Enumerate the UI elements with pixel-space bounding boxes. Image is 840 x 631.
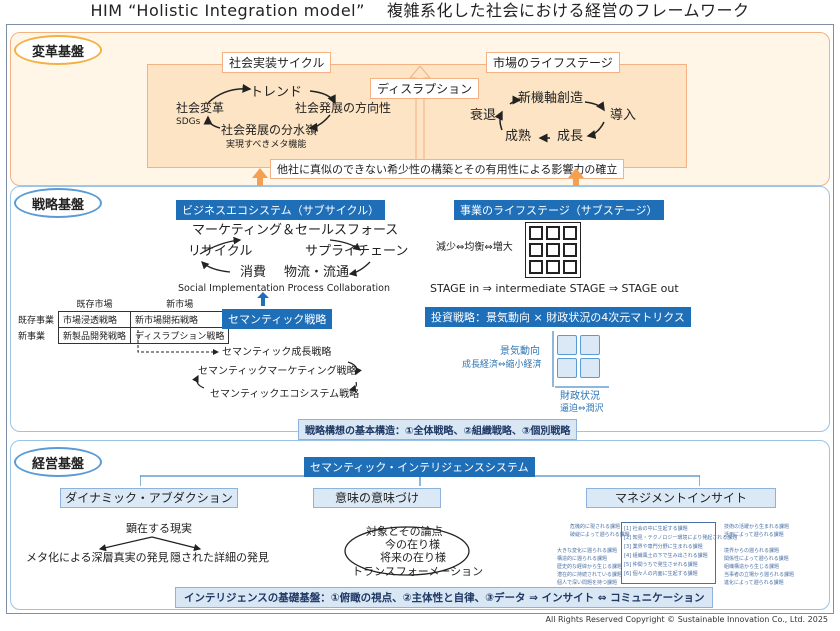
band1-label: 変革基盤 — [14, 35, 102, 65]
insight-right-item: 技術の活躍から生まれる課題 — [724, 524, 790, 530]
intelligence-system-title: セマンティック・インテリジェンスシステム — [304, 457, 535, 477]
matrix-cell: 新製品開発戦略 — [58, 327, 132, 344]
insight-right-item: 当事者の立場から遡られる課題 — [724, 572, 795, 578]
nine-cell-grid — [525, 222, 581, 278]
band2-footer: 戦略構想の基本構造：①全体戦略、②組織戦略、③個別戦略 — [298, 419, 578, 440]
matrix-cell: 新市場開拓戦略 — [130, 311, 230, 328]
meaning-cycle — [344, 526, 470, 576]
future-label: 将来の在り様 — [380, 551, 446, 564]
outer-frame — [6, 24, 834, 614]
transformation-label: トランスフォーメーション — [352, 565, 484, 578]
insight-center-item: [3] 業界や専門分野に生まれる課題 — [624, 544, 703, 550]
meta-function-label: 実現すべきメタ機能 — [226, 140, 307, 150]
insight-right-item: 関係性によって遡られる課題 — [724, 556, 789, 562]
decline-label: 衰退 — [470, 108, 497, 123]
social-change-label: 社会変革 — [176, 101, 225, 115]
insight-center-item: [1] 社会の中に生起する課題 — [624, 526, 688, 532]
band1-banner: 他社に真似のできない希少性の構築とその有用性による影響力の確立 — [270, 159, 625, 179]
insight-left-item: 大きな変化に遡られる課題 — [557, 548, 618, 554]
ecosystem-arrows — [199, 236, 371, 277]
dynamic-abduction-tab: ダイナミック・アブダクション — [60, 488, 238, 508]
matrix-cell: 市場浸透戦略 — [58, 311, 132, 328]
insight-center-item: [6] 個々人の内面に生起する課題 — [624, 571, 698, 577]
economy-trend-label: 景気動向 — [500, 346, 540, 357]
page-title: HIM “Holistic Integration model” 複雑系化した社… — [90, 1, 750, 20]
object-label: 対象とその論点 — [366, 525, 443, 538]
investment-strategy-label: 投資戦略：景気動向 × 財政状況の4次元マトリクス — [425, 307, 691, 327]
band2-label: 戦略基盤 — [14, 188, 102, 218]
col-header-existing-market: 既存市場 — [58, 296, 131, 312]
insight-center-box — [621, 522, 716, 584]
insight-left-item: 破綻によって遡られる課題 — [570, 532, 630, 538]
sdgs-label: SDGs — [176, 117, 201, 127]
stage-line: STAGE in ⇒ intermediate STAGE ⇒ STAGE ou… — [430, 282, 679, 295]
market-life-title: 市場のライフステージ — [486, 52, 620, 73]
semantic-growth-label: セマンティック成長戦略 — [222, 347, 332, 358]
insight-center-item: [5] 仲間うちで発生させれる課題 — [624, 562, 698, 568]
abundant-deficient-label: 逼迫⇔潤沢 — [560, 404, 604, 414]
dynamic-arrows — [98, 536, 202, 552]
semantic-ecosystem-label: セマンティックエコシステム戦略 — [210, 389, 360, 400]
spc-label: Social Implementation Process Collaborat… — [178, 283, 391, 294]
branch-lines — [140, 472, 700, 486]
up-arrow-semantic — [257, 292, 269, 306]
business-life-title: 事業のライフステージ（サブステージ） — [454, 200, 664, 220]
up-arrow-right — [568, 168, 584, 200]
insight-center-item: [4] 組織風土の下で生み出される課題 — [624, 553, 708, 559]
insight-left-item: 危機的に現される課題 — [570, 524, 621, 530]
now-label: 今の在り様 — [385, 538, 440, 551]
insight-left-item: 個人で深い問題を持つ課題 — [557, 580, 618, 586]
ecosystem-title: ビジネスエコシステム（サブサイクル） — [176, 200, 386, 220]
social-cycle-arrows — [203, 83, 336, 132]
copyright: All Rights Reserved Copyright © Sustaina… — [545, 615, 829, 624]
social-cycle-title: 社会実装サイクル — [222, 52, 332, 73]
four-cell-grid — [557, 335, 600, 378]
manifest-label: 顕在する現実 — [126, 522, 192, 535]
insight-center-item: [2] 知見・テクノロジー環境により発起される課題 — [624, 535, 738, 541]
dashed-arrow — [137, 330, 219, 355]
mature-label: 成熟 — [505, 129, 532, 144]
insight-right-item: 境界からの遡られる課題 — [724, 548, 780, 554]
insight-left-item: 潜在的に持続されている課題 — [557, 572, 622, 578]
insight-right-item: 進化によって遡られる課題 — [724, 580, 784, 586]
introduce-label: 導入 — [610, 108, 637, 123]
fiscal-status-label: 財政状況 — [560, 391, 600, 402]
semantic-marketing-label: セマンティックマーケティング戦略 — [198, 366, 357, 377]
new-axis-label: 新機軸創造 — [518, 91, 584, 106]
ansoff-matrix: 既存市場 新市場 既存事業 市場浸透戦略 新市場開拓戦略 新事業 新製品開発戦略… — [14, 296, 230, 344]
management-insight-tab: マネジメントインサイト — [586, 488, 776, 508]
deep-truth-label: メタ化による深層真実の発見 — [26, 551, 169, 564]
semantic-cycle-arrows — [192, 361, 362, 393]
insight-right-item: 活用によって遡られる課題 — [724, 532, 784, 538]
col-header-new-market: 新市場 — [130, 296, 229, 312]
insight-left-item: 構造的に遡られる課題 — [557, 556, 608, 562]
matrix-axes — [552, 331, 609, 388]
insight-right-item: 組織構造から生じる課題 — [724, 564, 780, 570]
recycle-label: リサイクル — [188, 244, 253, 259]
growth-shrink-label: 成長経済⇔縮小経済 — [462, 360, 542, 370]
direction-label: 社会発展の方向性 — [295, 101, 392, 115]
trend-label: トレンド — [250, 85, 303, 100]
grid-range-label: 減少⇔均衡⇔増大 — [436, 242, 513, 253]
band3-label: 経営基盤 — [14, 447, 102, 477]
growth-label: 成長 — [557, 129, 584, 144]
up-arrow-left — [252, 168, 268, 200]
row-label-existing-business: 既存事業 — [18, 316, 55, 326]
semantic-strategy-label: セマンティック戦略 — [222, 309, 333, 329]
marketing-sales-label: マーケティング＆セールスフォース — [192, 223, 399, 238]
band3-footer: インテリジェンスの基礎基盤：①俯瞰の視点、②主体性と自律、③データ ⇒ インサイ… — [175, 587, 714, 608]
supply-chain-label: サプライチェーン — [305, 244, 409, 259]
logistics-label: 物流・流通 — [284, 265, 350, 280]
matrix-cell: ディスラプション戦略 — [130, 327, 230, 344]
watershed-label: 社会発展の分水嶺 — [221, 123, 318, 137]
disruption-label: ディスラプション — [370, 78, 480, 99]
consumption-label: 消費 — [240, 265, 267, 280]
market-cycle-arrows — [494, 95, 605, 143]
hidden-detail-label: 隠された詳細の発見 — [170, 551, 269, 564]
insight-left-item: 歴史的な経緯から生じる課題 — [557, 564, 623, 570]
meaning-tab: 意味の意味づけ — [313, 488, 441, 508]
row-label-new-business: 新事業 — [18, 332, 46, 342]
